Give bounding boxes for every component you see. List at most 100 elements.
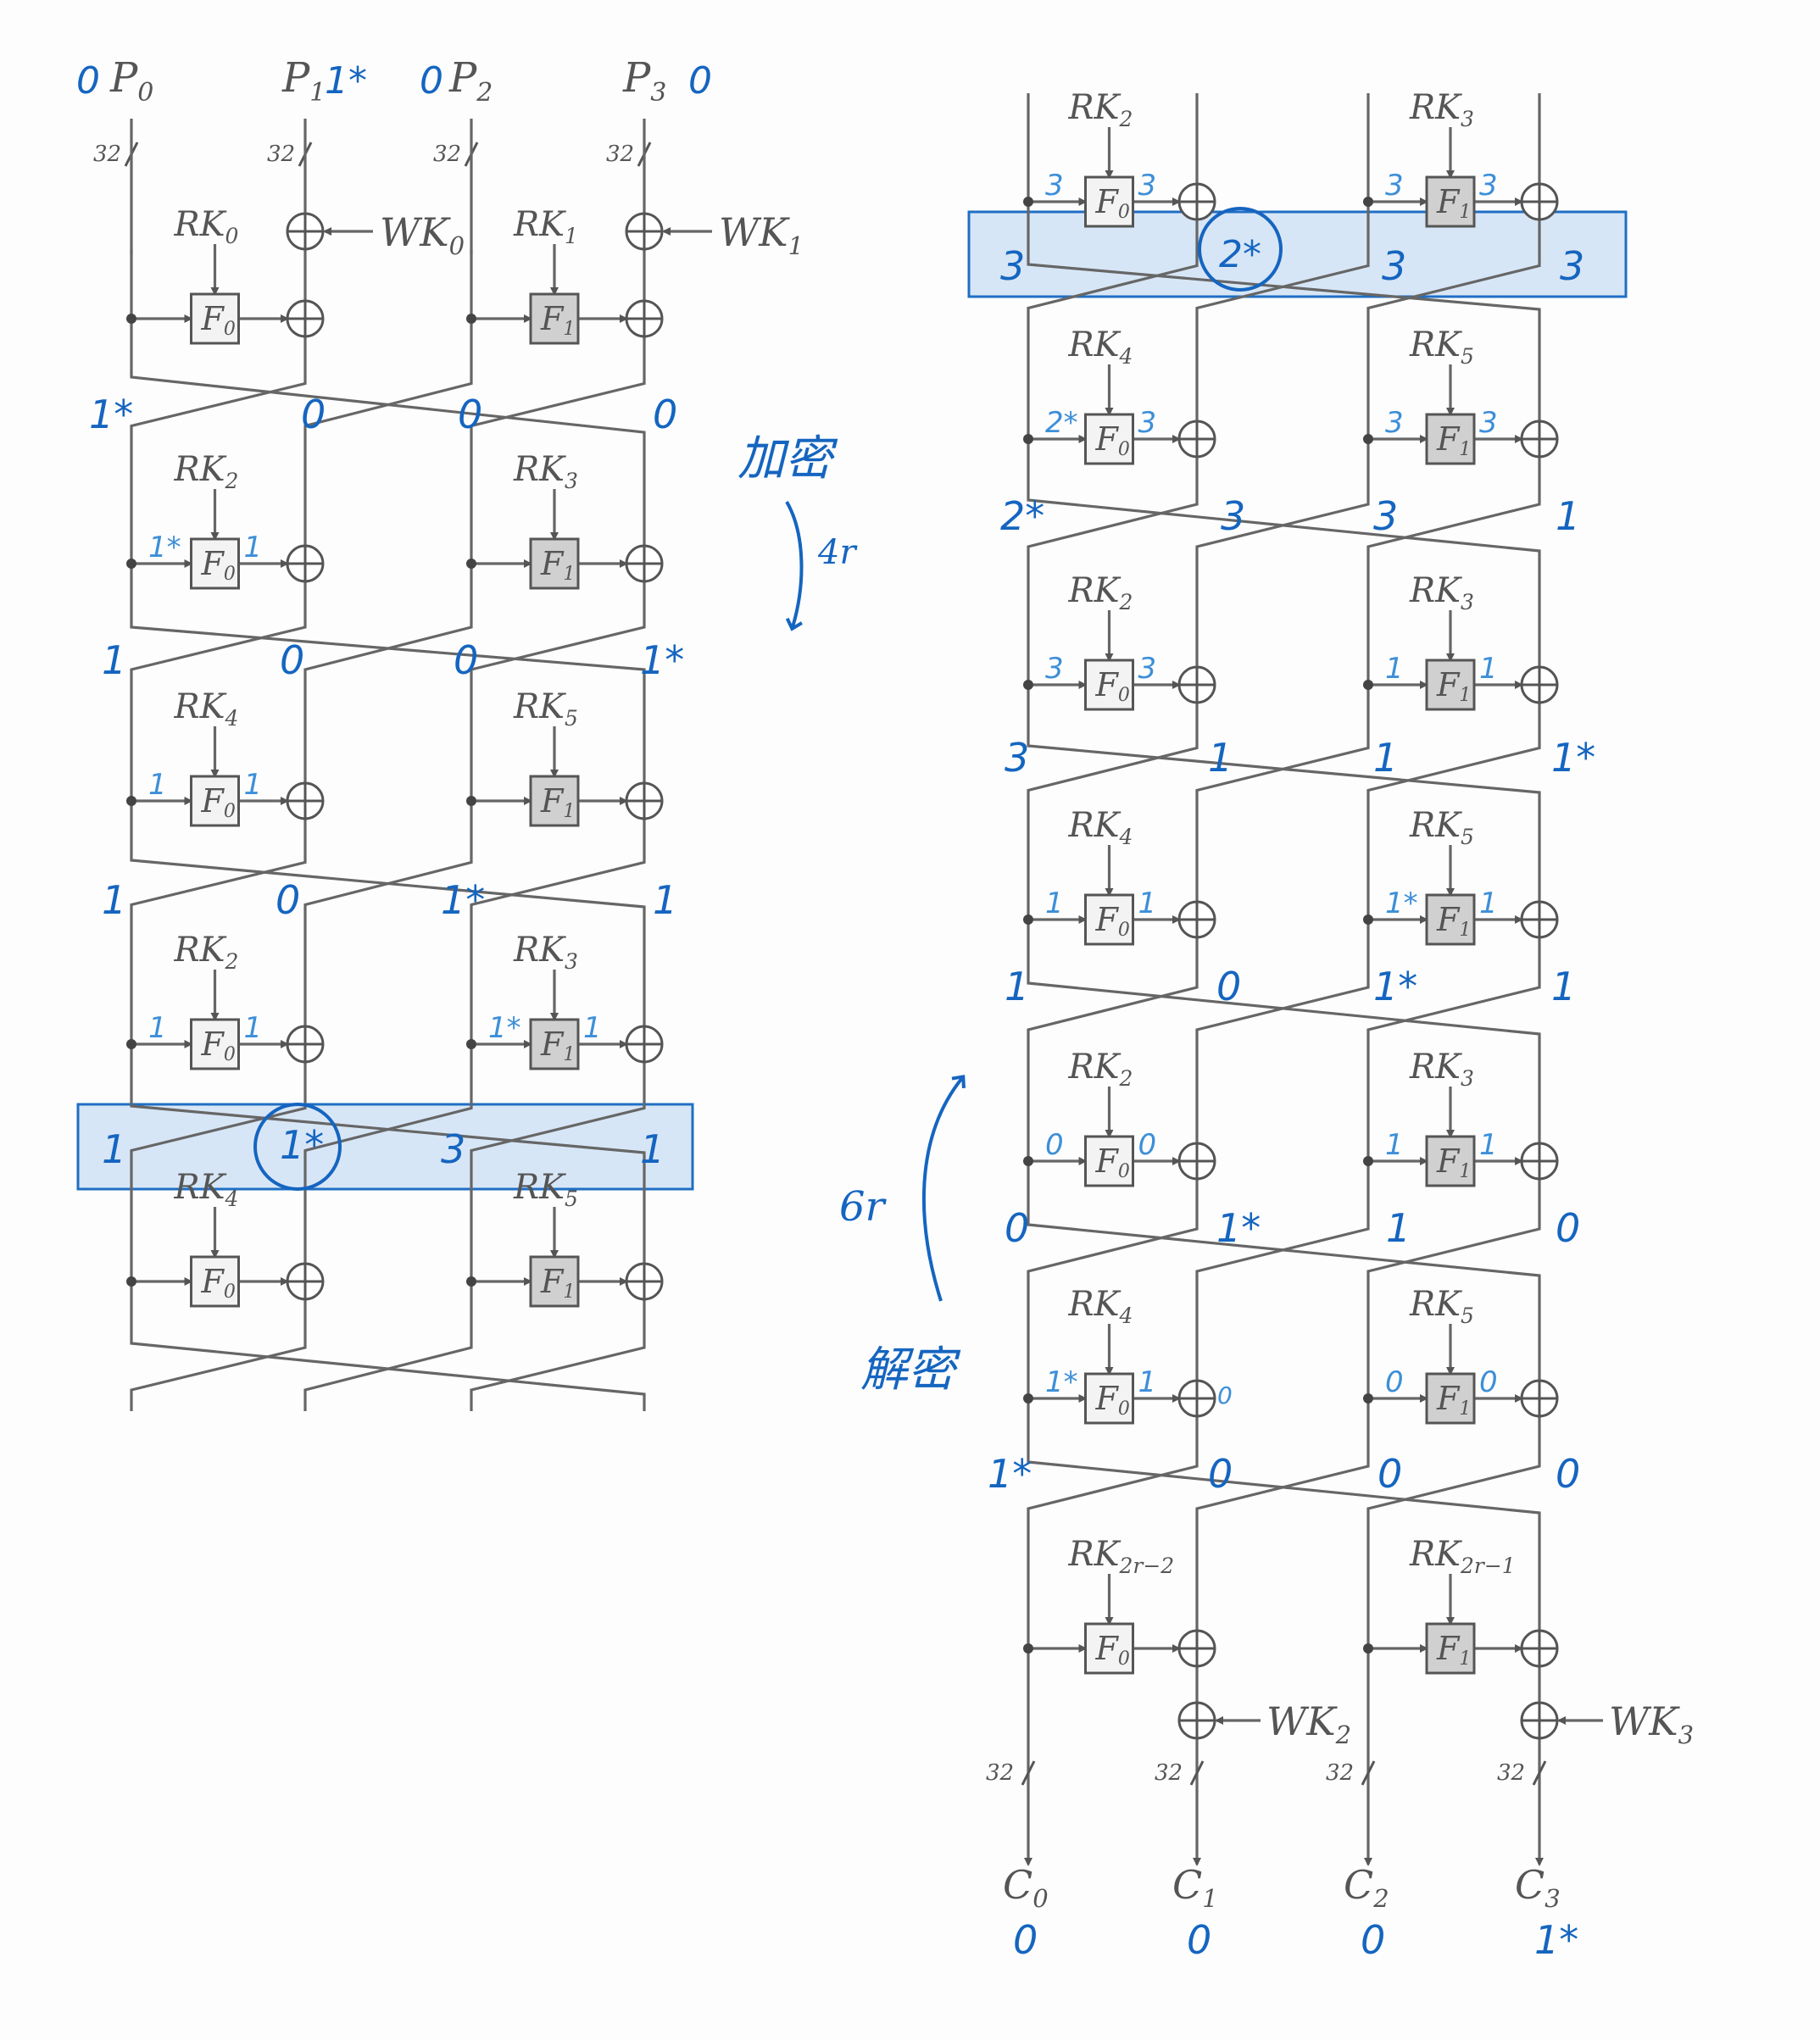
svg-text:F0: F0 <box>201 782 236 822</box>
right-round-0-out-left: 3 <box>1138 169 1157 203</box>
branch-dot <box>1023 1643 1033 1654</box>
branch-dot <box>1363 434 1373 444</box>
left-cross-1-c <box>303 610 473 686</box>
svg-text:F0: F0 <box>1095 420 1130 460</box>
width-slash <box>1189 1760 1205 1786</box>
left-round-2-xor-right <box>625 781 664 820</box>
right-round-5-xor-left <box>1177 1379 1216 1418</box>
plaintext-3-mark: 0 <box>688 59 712 103</box>
right-round-0-after-3: 3 <box>1560 243 1584 289</box>
svg-text:F1: F1 <box>1436 1380 1471 1420</box>
left-round-4-xor-right <box>625 1262 664 1301</box>
right-round-1-rk-right: RK5 <box>1409 325 1474 369</box>
encrypt-annotation: 加密 4r <box>737 431 858 631</box>
left-cross-0-d <box>470 360 646 449</box>
right-cross-1-b <box>1027 483 1199 568</box>
right-cross-0-b <box>1027 247 1199 326</box>
branch-dot <box>466 1039 476 1049</box>
width-slash <box>1021 1760 1036 1786</box>
right-cross-1-c <box>1195 483 1370 568</box>
right-round-1-after-2: 3 <box>1373 493 1398 539</box>
decrypt-annotation: 6r 解密 <box>839 1075 966 1398</box>
right-round-1-after-0: 2* <box>1000 493 1044 539</box>
right-round-3-out-left: 1 <box>1138 887 1157 920</box>
right-round-3-in-right: 1* <box>1385 887 1418 920</box>
branch-dot <box>1363 1393 1373 1404</box>
left-round-1-after-3: 1* <box>640 637 684 683</box>
right-round-3-after-2: 1* <box>1373 964 1417 1009</box>
right-round-2-rk-left: RK2 <box>1068 571 1133 614</box>
whitening-key-1: WK1 <box>719 209 804 260</box>
left-round-0-after-0: 1* <box>89 392 133 437</box>
right-round-3-f0-box: F0 <box>1084 893 1134 946</box>
right-round-1-out-left: 3 <box>1138 406 1157 440</box>
whitening-xor-3 <box>1520 1701 1559 1740</box>
right-round-4-rk-left: RK2 <box>1068 1048 1133 1091</box>
right-round-0-after-0: 3 <box>1000 243 1025 289</box>
left-round-3-f0-box: F0 <box>190 1018 240 1070</box>
right-round-1-after-1: 3 <box>1221 493 1245 539</box>
svg-text:F0: F0 <box>201 1026 236 1065</box>
right-round-5-rk-right: RK5 <box>1409 1285 1474 1328</box>
branch-dot <box>1023 1393 1033 1404</box>
left-round-1-rk-left: RK2 <box>174 450 239 493</box>
right-round-1-after-3: 1 <box>1556 493 1580 539</box>
branch-dot <box>1023 197 1033 207</box>
right-cross-3-c <box>1195 966 1370 1051</box>
left-round-3-after-3: 1 <box>640 1126 665 1172</box>
left-round-3-rk-right: RK3 <box>513 931 578 974</box>
right-round-4-after-0: 0 <box>1005 1205 1029 1251</box>
right-round-0-out-right: 3 <box>1479 169 1498 203</box>
left-cross-2-b <box>130 843 307 924</box>
svg-text:F1: F1 <box>1436 420 1471 460</box>
circle-mark-left <box>253 1103 342 1191</box>
svg-text:F0: F0 <box>1095 1630 1130 1670</box>
left-cross-1-d <box>470 610 646 686</box>
ciphertext-2: C2 <box>1344 1862 1389 1913</box>
right-round-3-after-1: 0 <box>1216 964 1241 1009</box>
right-cross-4-c <box>1195 1208 1370 1292</box>
right-round-5-after-2: 0 <box>1378 1451 1402 1497</box>
left-round-1-rk-right: RK3 <box>513 450 578 493</box>
left-round-3-xor-right <box>625 1025 664 1064</box>
right-round-4-out-left: 0 <box>1138 1128 1157 1162</box>
ciphertext-1: C1 <box>1172 1862 1218 1913</box>
right-round-1-xor-left <box>1177 420 1216 459</box>
left-cross-0-b <box>130 360 307 449</box>
svg-text:F1: F1 <box>1436 666 1471 706</box>
width-label: 32 <box>433 142 461 167</box>
right-round-5-f1-box: F1 <box>1425 1372 1476 1425</box>
width-slash <box>1532 1760 1547 1786</box>
left-round-2-rk-left: RK4 <box>174 687 239 731</box>
left-cross-0-c <box>303 360 473 449</box>
left-round-0-after-2: 0 <box>458 392 482 437</box>
right-round-3-out-right: 1 <box>1479 887 1498 920</box>
right-round-4-in-left: 0 <box>1045 1128 1064 1162</box>
ciphertext-0-mark: 0 <box>1013 1917 1038 1963</box>
right-round-0-rk-left: RK2 <box>1068 88 1133 131</box>
left-round-1-after-0: 1 <box>102 637 126 683</box>
left-round-2-xor-left <box>286 781 325 820</box>
left-round-1-in-left: 1* <box>148 531 181 564</box>
right-round-4-after-2: 1 <box>1386 1205 1411 1251</box>
left-round-2-after-0: 1 <box>102 877 126 923</box>
svg-text:F0: F0 <box>1095 666 1130 706</box>
whitening-xor-1 <box>625 212 664 251</box>
width-slash <box>1361 1760 1376 1786</box>
right-round-2-xor-right <box>1520 665 1559 704</box>
left-round-0-f0-box: F0 <box>190 292 240 345</box>
right-round-5-xor-right <box>1520 1379 1559 1418</box>
left-round-4-rk-right: RK5 <box>513 1168 578 1211</box>
right-round-1-f0-box: F0 <box>1084 413 1134 465</box>
right-round-0-in-right: 3 <box>1385 169 1404 203</box>
ciphertext-3: C3 <box>1515 1862 1561 1913</box>
ciphertext-3-mark: 1* <box>1534 1917 1578 1963</box>
plaintext-1-mark: 1* <box>325 59 367 103</box>
svg-text:F0: F0 <box>201 1263 236 1303</box>
right-round-4-f0-box: F0 <box>1084 1135 1134 1187</box>
branch-dot <box>1363 1156 1373 1166</box>
right-round-3-rk-left: RK4 <box>1068 806 1133 849</box>
decrypt-rounds: 6r <box>839 1183 888 1231</box>
right-round-6-rk-left: RK2r−2 <box>1068 1535 1175 1578</box>
branch-dot <box>466 559 476 569</box>
